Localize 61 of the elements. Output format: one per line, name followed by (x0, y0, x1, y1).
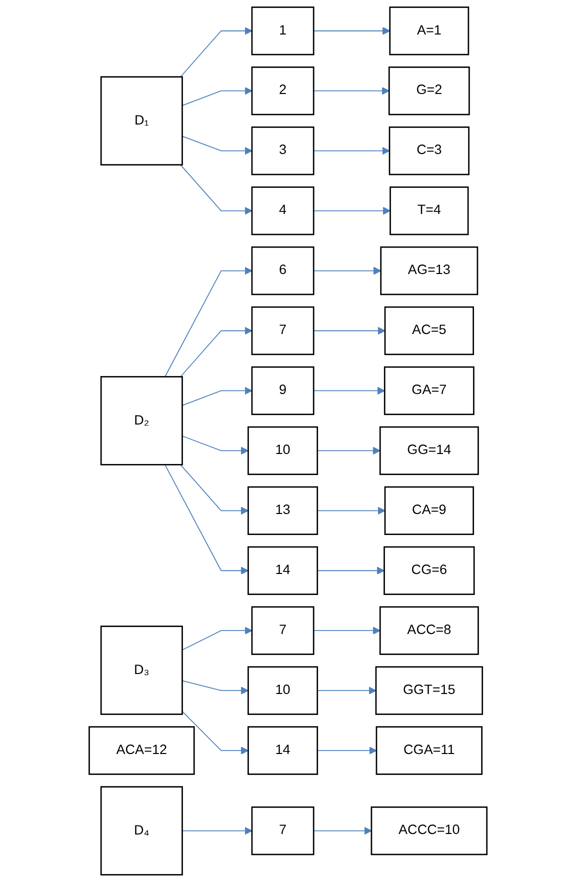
node-box: GGT=15 (376, 666, 484, 715)
arrow (182, 710, 250, 754)
arrow (182, 86, 253, 106)
node-box: CGA=11 (376, 726, 483, 775)
node-box: G=2 (388, 66, 470, 116)
node-box: 6 (252, 246, 315, 296)
arrow (182, 626, 253, 650)
arrow (180, 164, 253, 215)
node-box: GA=7 (384, 366, 475, 416)
node-box: 7 (252, 606, 315, 655)
node-box: D₁ (100, 76, 184, 166)
node-box: 14 (248, 726, 318, 775)
node-box: ACA=12 (89, 726, 196, 775)
node-box: A=1 (390, 6, 470, 56)
arrow (180, 326, 253, 378)
arrow (314, 26, 391, 35)
node-box: D₃ (100, 626, 184, 715)
arrow (317, 566, 386, 575)
arrow (182, 826, 253, 835)
node-box: D₄ (100, 786, 184, 876)
arrow (314, 326, 386, 335)
arrow (180, 26, 253, 78)
node-box: 3 (252, 126, 315, 176)
node-box: CA=9 (384, 486, 474, 535)
arrow (164, 266, 253, 378)
node-box: AG=13 (380, 246, 479, 296)
node-box: T=4 (390, 186, 470, 236)
arrow (314, 146, 390, 155)
arrow (182, 136, 253, 155)
node-box: 13 (248, 486, 318, 535)
node-box: 2 (252, 66, 315, 116)
arrow (314, 386, 386, 395)
node-box: 7 (252, 306, 315, 356)
node-box: GG=14 (380, 426, 480, 476)
arrow (314, 206, 392, 215)
node-box: D₂ (100, 376, 184, 466)
arrow (182, 436, 250, 455)
node-box: ACCC=10 (371, 806, 488, 856)
node-box: 9 (252, 366, 315, 416)
arrow (317, 746, 378, 754)
node-box: 10 (248, 666, 318, 715)
arrow (180, 464, 250, 515)
node-box: 1 (252, 6, 315, 56)
node-box: C=3 (389, 126, 470, 176)
node-box: 10 (248, 426, 318, 476)
arrow (182, 386, 253, 406)
arrow (314, 266, 382, 275)
arrow (317, 686, 377, 695)
arrow (314, 826, 372, 835)
node-box: 14 (248, 546, 318, 595)
arrow (314, 626, 381, 635)
arrow (314, 86, 390, 95)
arrow (164, 464, 250, 575)
node-box: CG=6 (384, 546, 476, 595)
node-box: 4 (252, 186, 315, 236)
node-box: ACC=8 (380, 606, 480, 655)
arrow (317, 506, 386, 515)
arrow (317, 446, 381, 455)
arrow (182, 680, 250, 695)
node-box: AC=5 (384, 306, 474, 356)
node-box: 7 (252, 806, 315, 856)
